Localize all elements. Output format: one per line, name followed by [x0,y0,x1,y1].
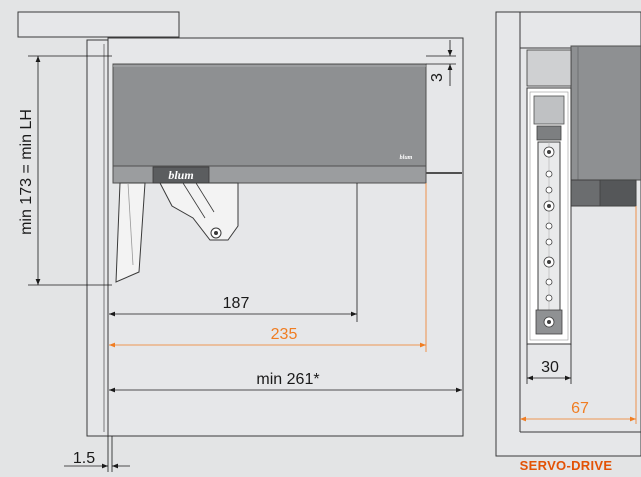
front-panel [86,39,109,437]
left-view: blum blum 3 min 173 = min LH [17,11,464,472]
rail-hole [545,278,553,286]
side-strip [526,49,572,87]
dimension-187: 187 [109,295,357,317]
dimension-235: 235 [109,326,426,348]
mechanism-housing [112,63,427,167]
brand-logo-small: blum [400,155,413,161]
lever-bracket [159,182,239,241]
dimension-1-5: 1.5 [64,436,130,472]
label-261: min 261* [256,371,319,388]
dimension-3: 3 [426,40,456,86]
lift-mechanism: blum blum [107,63,462,283]
dimension-261: min 261* [109,371,462,393]
label-30: 30 [541,359,559,376]
dimension-67: 67 [520,400,636,422]
label-3: 3 [429,73,446,82]
rail-hole [545,238,553,246]
rail-hole [545,186,553,194]
rail-hole [545,294,553,302]
label-187: 187 [223,295,250,312]
label-1-5: 1.5 [73,450,95,467]
right-view: 30 67 SERVO-DRIVE [495,11,641,473]
lever-arm [115,182,146,283]
vertical-rail [526,87,572,345]
dimension-173: min 173 = min LH [18,55,112,286]
brand-logo: blum [168,168,193,182]
label-235: 235 [271,326,298,343]
label-67: 67 [571,400,589,417]
flap-panel [17,11,180,38]
side-housing [570,45,641,181]
dimension-30: 30 [527,359,571,381]
rail-hole [545,222,553,230]
label-173: min 173 = min LH [18,109,35,235]
caption-servo-drive: SERVO-DRIVE [520,458,613,473]
rail-hole [545,170,553,178]
